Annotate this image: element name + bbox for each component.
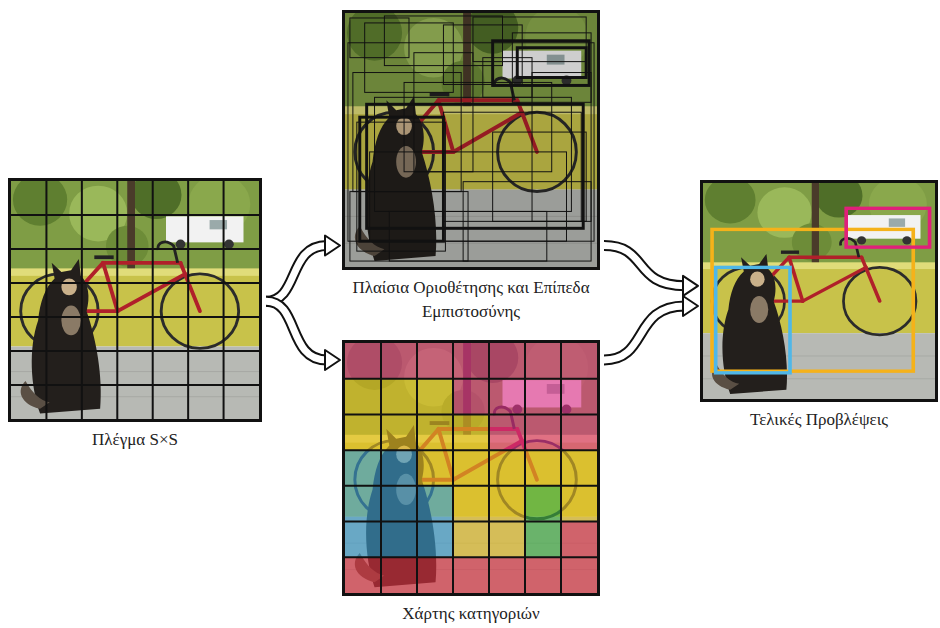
boxes-image [342,10,600,270]
arrow-body [604,306,685,360]
panel-caption: Χάρτης κατηγοριών [342,602,600,626]
final-image [700,180,938,402]
arrow-head [683,296,698,316]
arrow-outline [266,301,327,360]
hollow-arrow [604,246,698,296]
arrow-head [325,236,340,256]
hollow-arrow [604,296,698,360]
image-panel: Πλαίσια Οριοθέτησης και Επίπεδα Εμπιστοσ… [342,10,600,324]
image-panel: Πλέγμα S×S [8,178,262,452]
arrow-body [604,246,685,286]
panel-caption: Τελικές Προβλέψεις [700,408,938,432]
arrow-body [266,301,327,360]
hollow-arrow [266,236,340,302]
image-panel: Χάρτης κατηγοριών [342,340,600,626]
image-panel: Τελικές Προβλέψεις [700,180,938,432]
panel-caption: Πλέγμα S×S [8,428,262,452]
class-map-image [342,340,600,596]
grid-image [8,178,262,422]
arrow-outline [604,246,685,286]
arrow-outline [266,246,327,302]
arrow-head [683,276,698,296]
arrow-head [325,350,340,370]
hollow-arrow [266,301,340,370]
panel-caption: Πλαίσια Οριοθέτησης και Επίπεδα Εμπιστοσ… [342,276,600,324]
arrow-body [266,246,327,302]
arrow-outline [604,306,685,360]
